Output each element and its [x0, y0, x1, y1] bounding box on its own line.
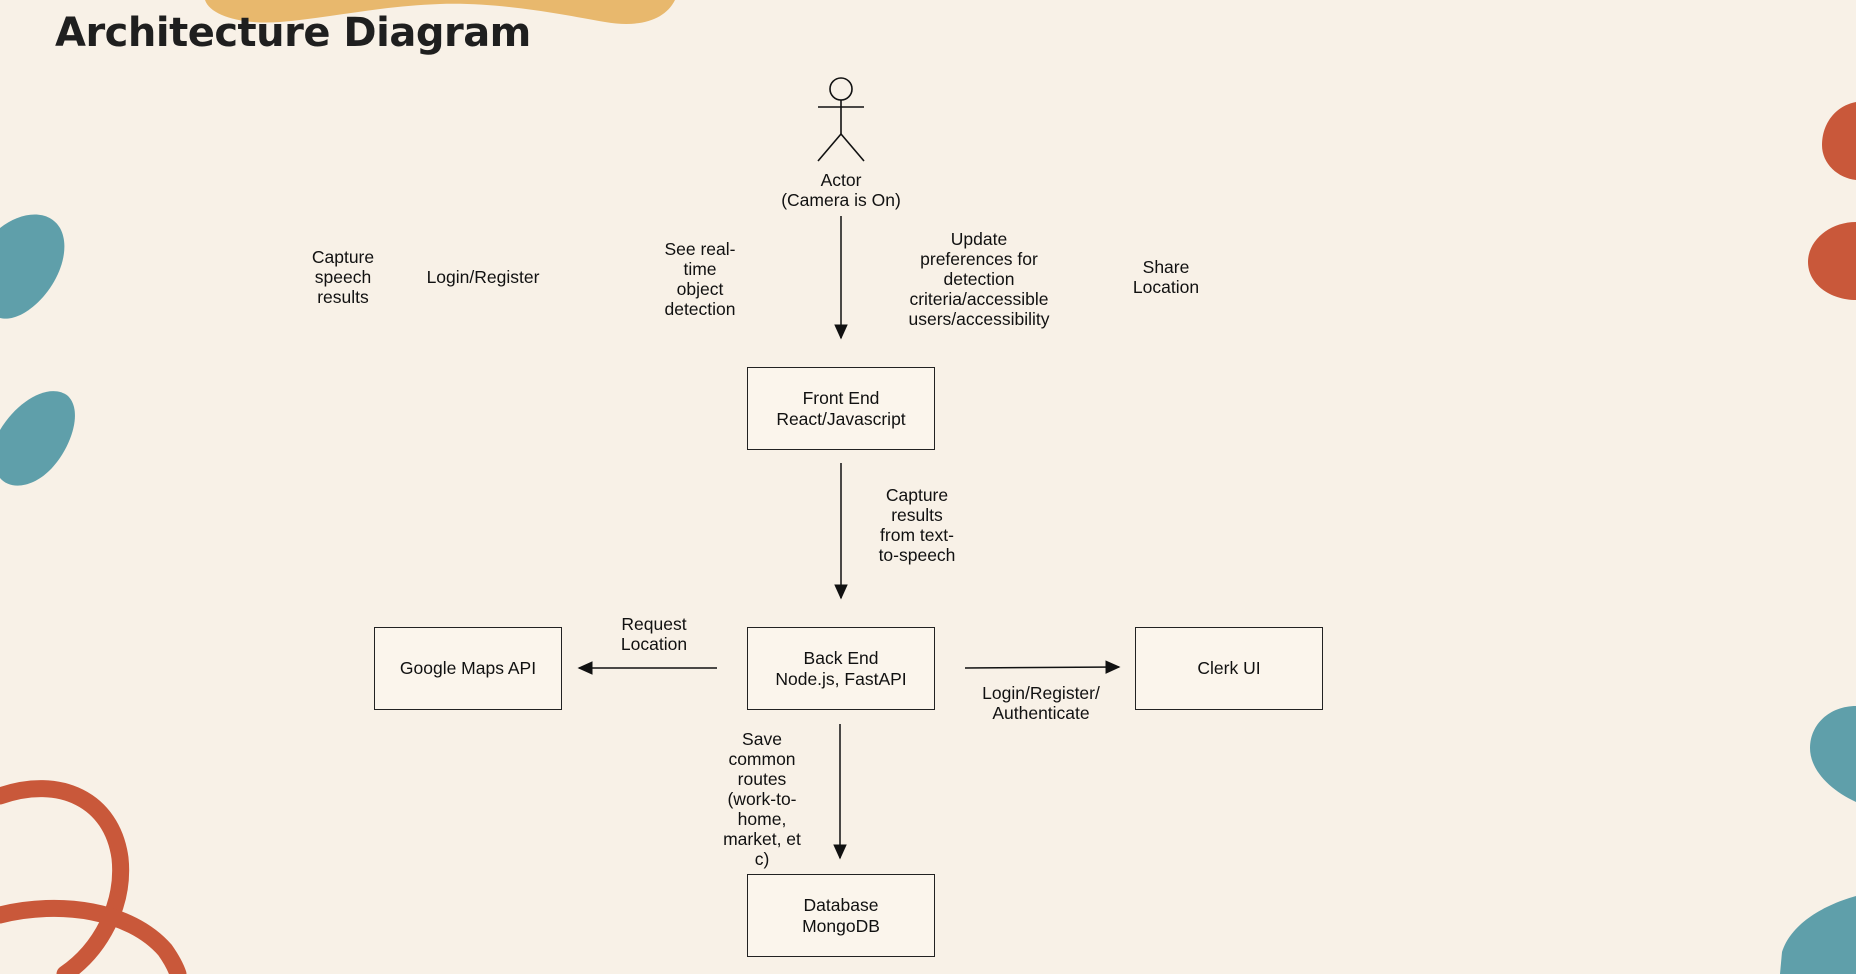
label-line: See real- [664, 239, 736, 259]
label-line: from text- [880, 525, 954, 545]
frontend-title: Front End [802, 387, 880, 408]
label-line: results [317, 287, 369, 307]
label-line: Request [621, 614, 687, 634]
label-line: Login/Register [426, 267, 540, 287]
label-line: Capture [311, 247, 375, 267]
teal-blob-right-bottom [1780, 896, 1856, 974]
label-line: criteria/accessible [909, 289, 1049, 309]
backend-title: Back End [803, 647, 879, 668]
yellow-blob [205, 0, 675, 24]
label-line: detection [943, 269, 1015, 289]
label-save-routes: Save common routes (work-to- home, marke… [712, 729, 812, 869]
label-line: detection [664, 299, 736, 319]
orange-swirl [0, 780, 130, 974]
label-update-preferences: Update preferences for detection criteri… [889, 229, 1069, 329]
actor-stick-figure [817, 77, 865, 162]
database-box: Database MongoDB [747, 874, 935, 957]
database-tech: MongoDB [802, 915, 880, 936]
label-line: (work-to- [727, 789, 797, 809]
teal-blob-right-lower [1810, 706, 1856, 802]
label-line: results [891, 505, 943, 525]
teal-blob-upper-left [0, 214, 65, 319]
google-maps-title: Google Maps API [399, 658, 537, 678]
label-share-location: Share Location [1116, 257, 1216, 297]
label-see-realtime: See real- time object detection [650, 239, 750, 319]
label-line: speech [314, 267, 372, 287]
label-line: Location [1132, 277, 1200, 297]
label-line: market, et [723, 829, 801, 849]
actor-note: (Camera is On) [781, 190, 901, 210]
clerk-title: Clerk UI [1197, 658, 1261, 678]
orange-blob-right-top [1822, 102, 1856, 180]
actor-label: Actor (Camera is On) [761, 170, 921, 210]
label-line: Capture [885, 485, 949, 505]
label-line: object [676, 279, 724, 299]
page-title: Architecture Diagram [55, 10, 531, 56]
label-line: preferences for [920, 249, 1038, 269]
label-line: Share [1142, 257, 1190, 277]
orange-swirl-tail [0, 899, 187, 974]
label-line: to-speech [878, 545, 956, 565]
label-line: Save [742, 729, 782, 749]
label-login-authenticate: Login/Register/ Authenticate [966, 683, 1116, 723]
label-login-register: Login/Register [413, 267, 553, 287]
label-line: common [728, 749, 796, 769]
label-line: c) [754, 849, 770, 869]
label-line: time [683, 259, 717, 279]
label-capture-tts: Capture results from text- to-speech [867, 485, 967, 565]
clerk-box: Clerk UI [1135, 627, 1323, 710]
backend-box: Back End Node.js, FastAPI [747, 627, 935, 710]
label-line: Location [620, 634, 688, 654]
actor-name: Actor [820, 170, 862, 190]
orange-blob-right-mid [1808, 222, 1856, 300]
database-title: Database [803, 894, 879, 915]
label-capture-speech: Capture speech results [293, 247, 393, 307]
label-line: routes [737, 769, 787, 789]
frontend-tech: React/Javascript [776, 408, 906, 429]
label-request-location: Request Location [604, 614, 704, 654]
label-line: users/accessibility [908, 309, 1050, 329]
label-line: Login/Register/ [982, 683, 1100, 703]
label-line: home, [737, 809, 787, 829]
arrow-backend-to-clerk [964, 660, 1121, 674]
backend-tech: Node.js, FastAPI [775, 668, 907, 689]
google-maps-box: Google Maps API [374, 627, 562, 710]
teal-blob-lower-left [0, 391, 75, 486]
label-line: Update [950, 229, 1008, 249]
frontend-box: Front End React/Javascript [747, 367, 935, 450]
label-line: Authenticate [992, 703, 1090, 723]
